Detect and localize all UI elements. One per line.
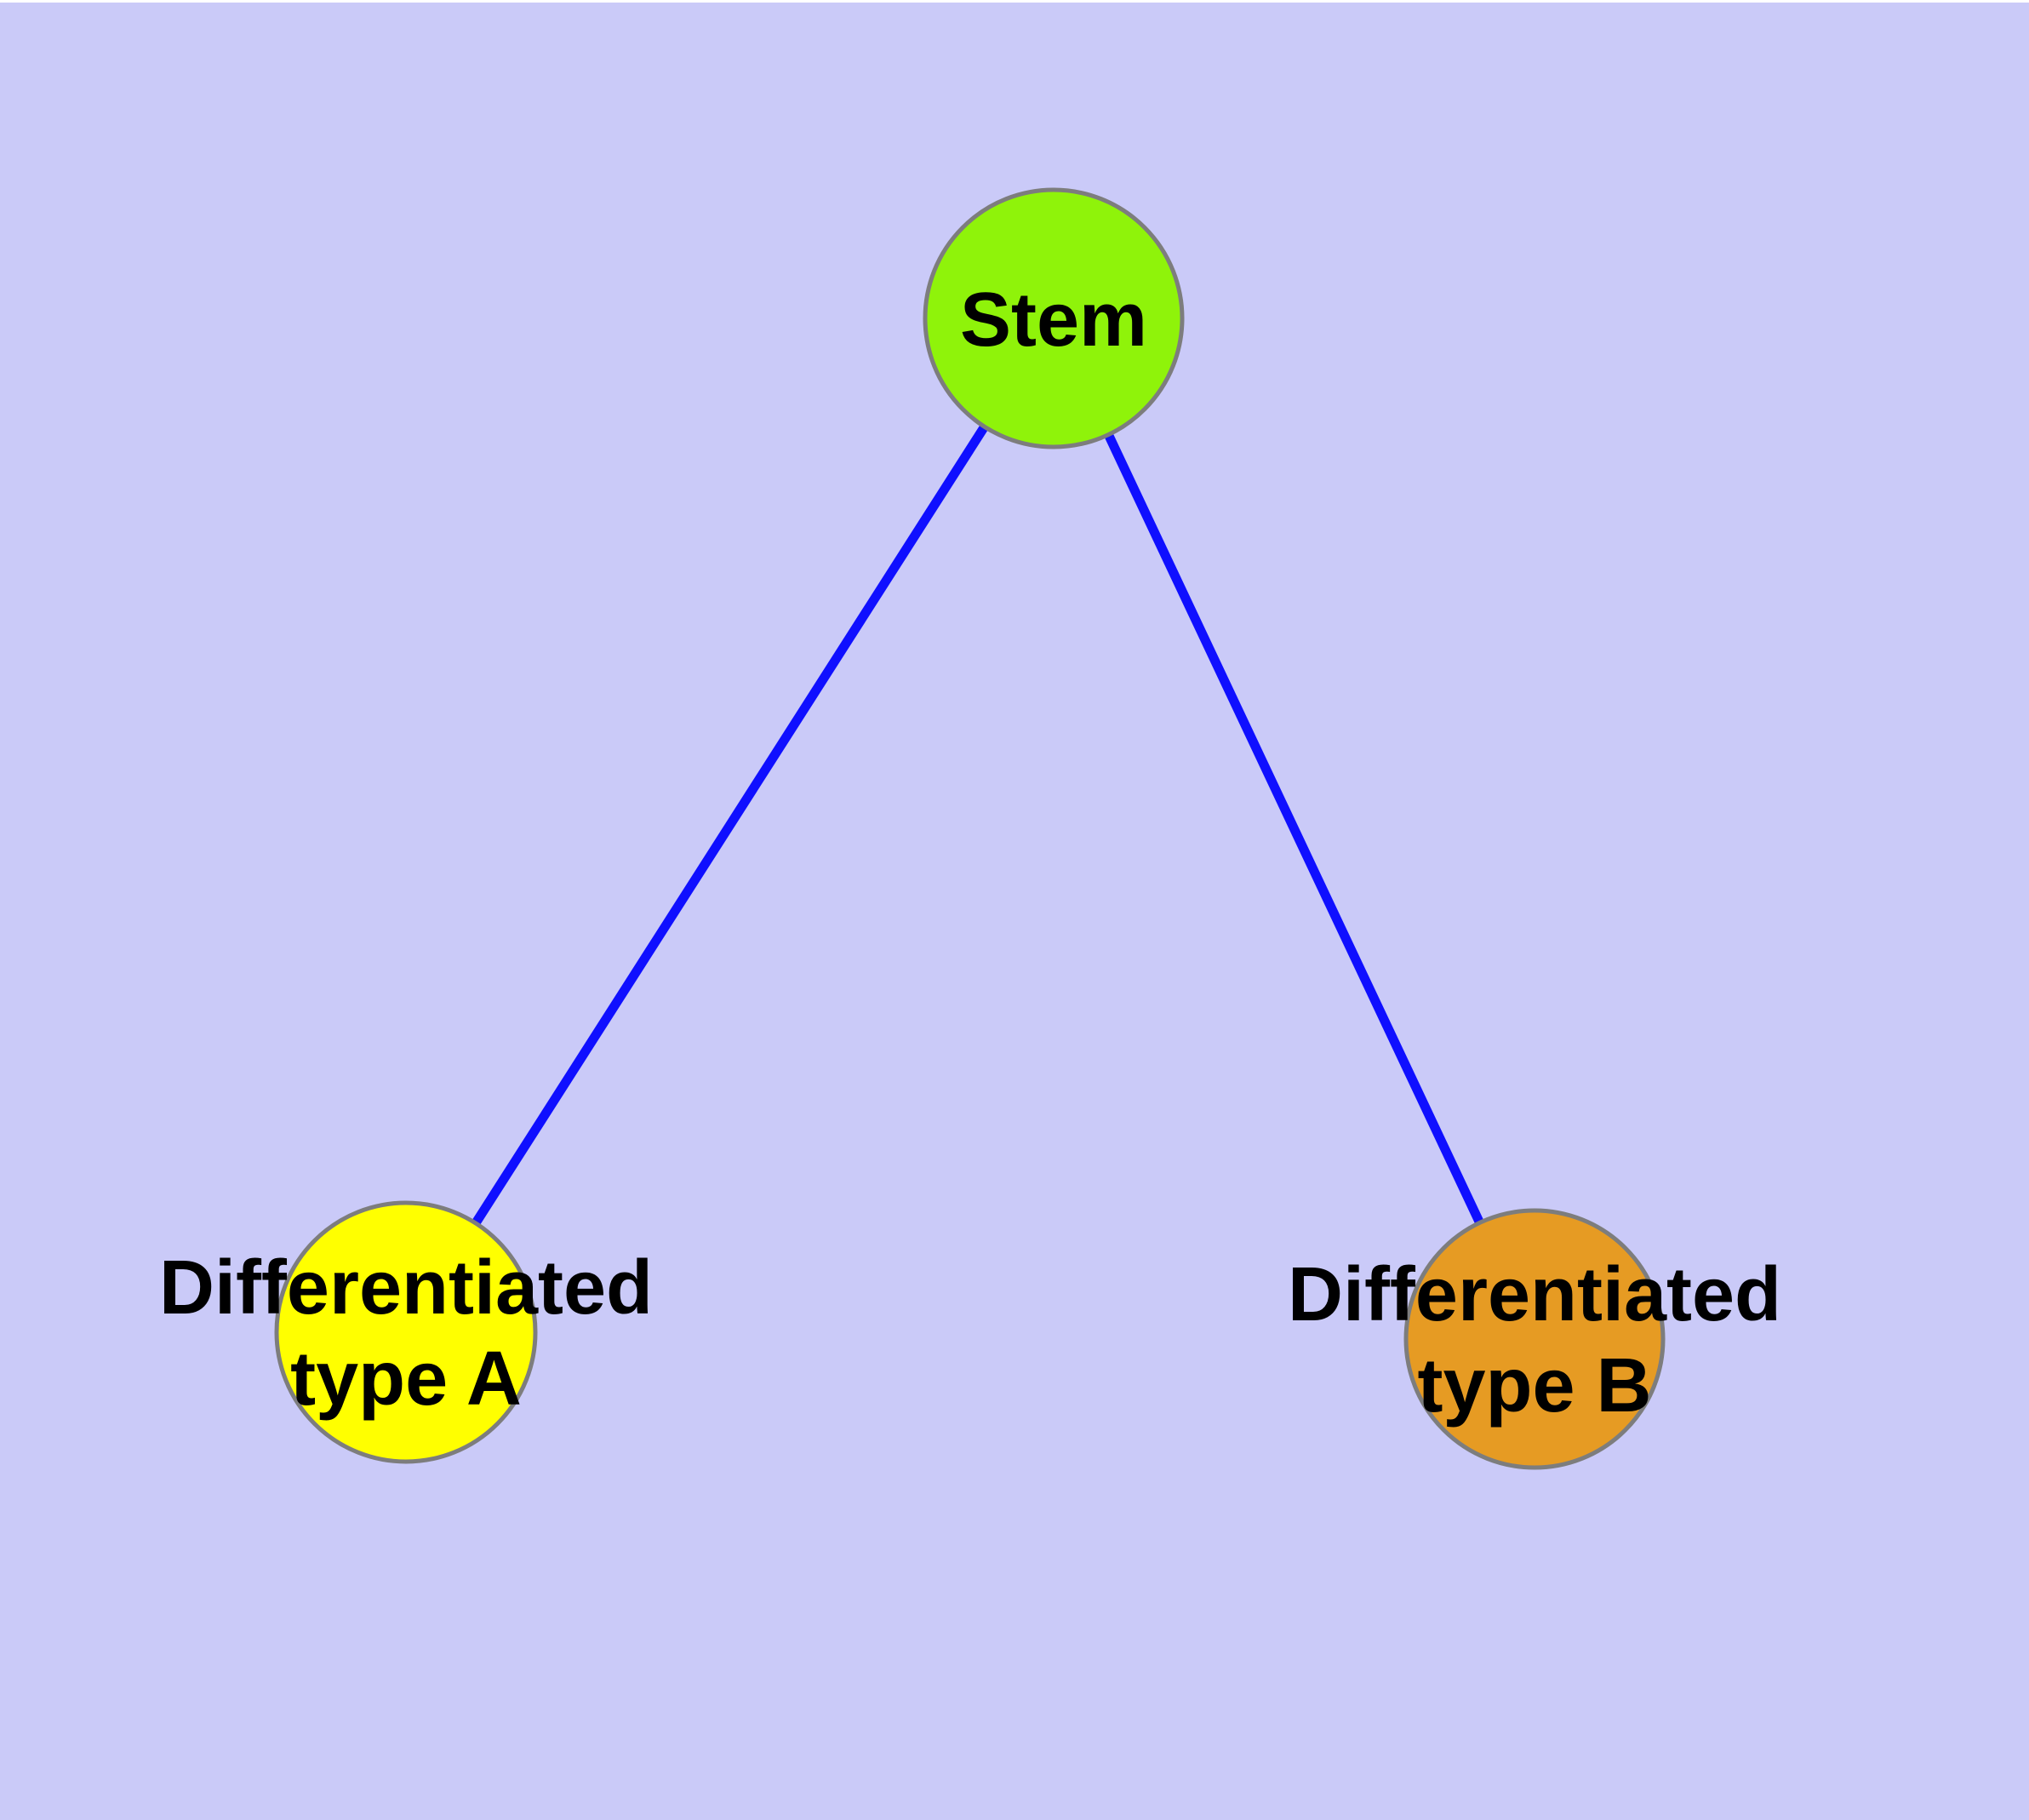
node-label-line: Differentiated xyxy=(159,1245,653,1331)
edges-layer xyxy=(402,316,1539,1342)
edge-stem-type-b xyxy=(1049,316,1539,1342)
node-circle-type-a xyxy=(274,1200,538,1464)
edge-stem-type-a xyxy=(402,316,1058,1335)
node-circle-type-b xyxy=(1403,1208,1666,1470)
node-label-line: type A xyxy=(290,1336,522,1422)
node-label-line: type B xyxy=(1417,1343,1651,1428)
node-label-stem: Stem xyxy=(960,278,1147,363)
node-label-line: Stem xyxy=(960,278,1147,363)
nodes-layer xyxy=(274,187,1666,1470)
node-label-line: Differentiated xyxy=(1288,1252,1781,1337)
node-circle-stem xyxy=(923,187,1185,449)
